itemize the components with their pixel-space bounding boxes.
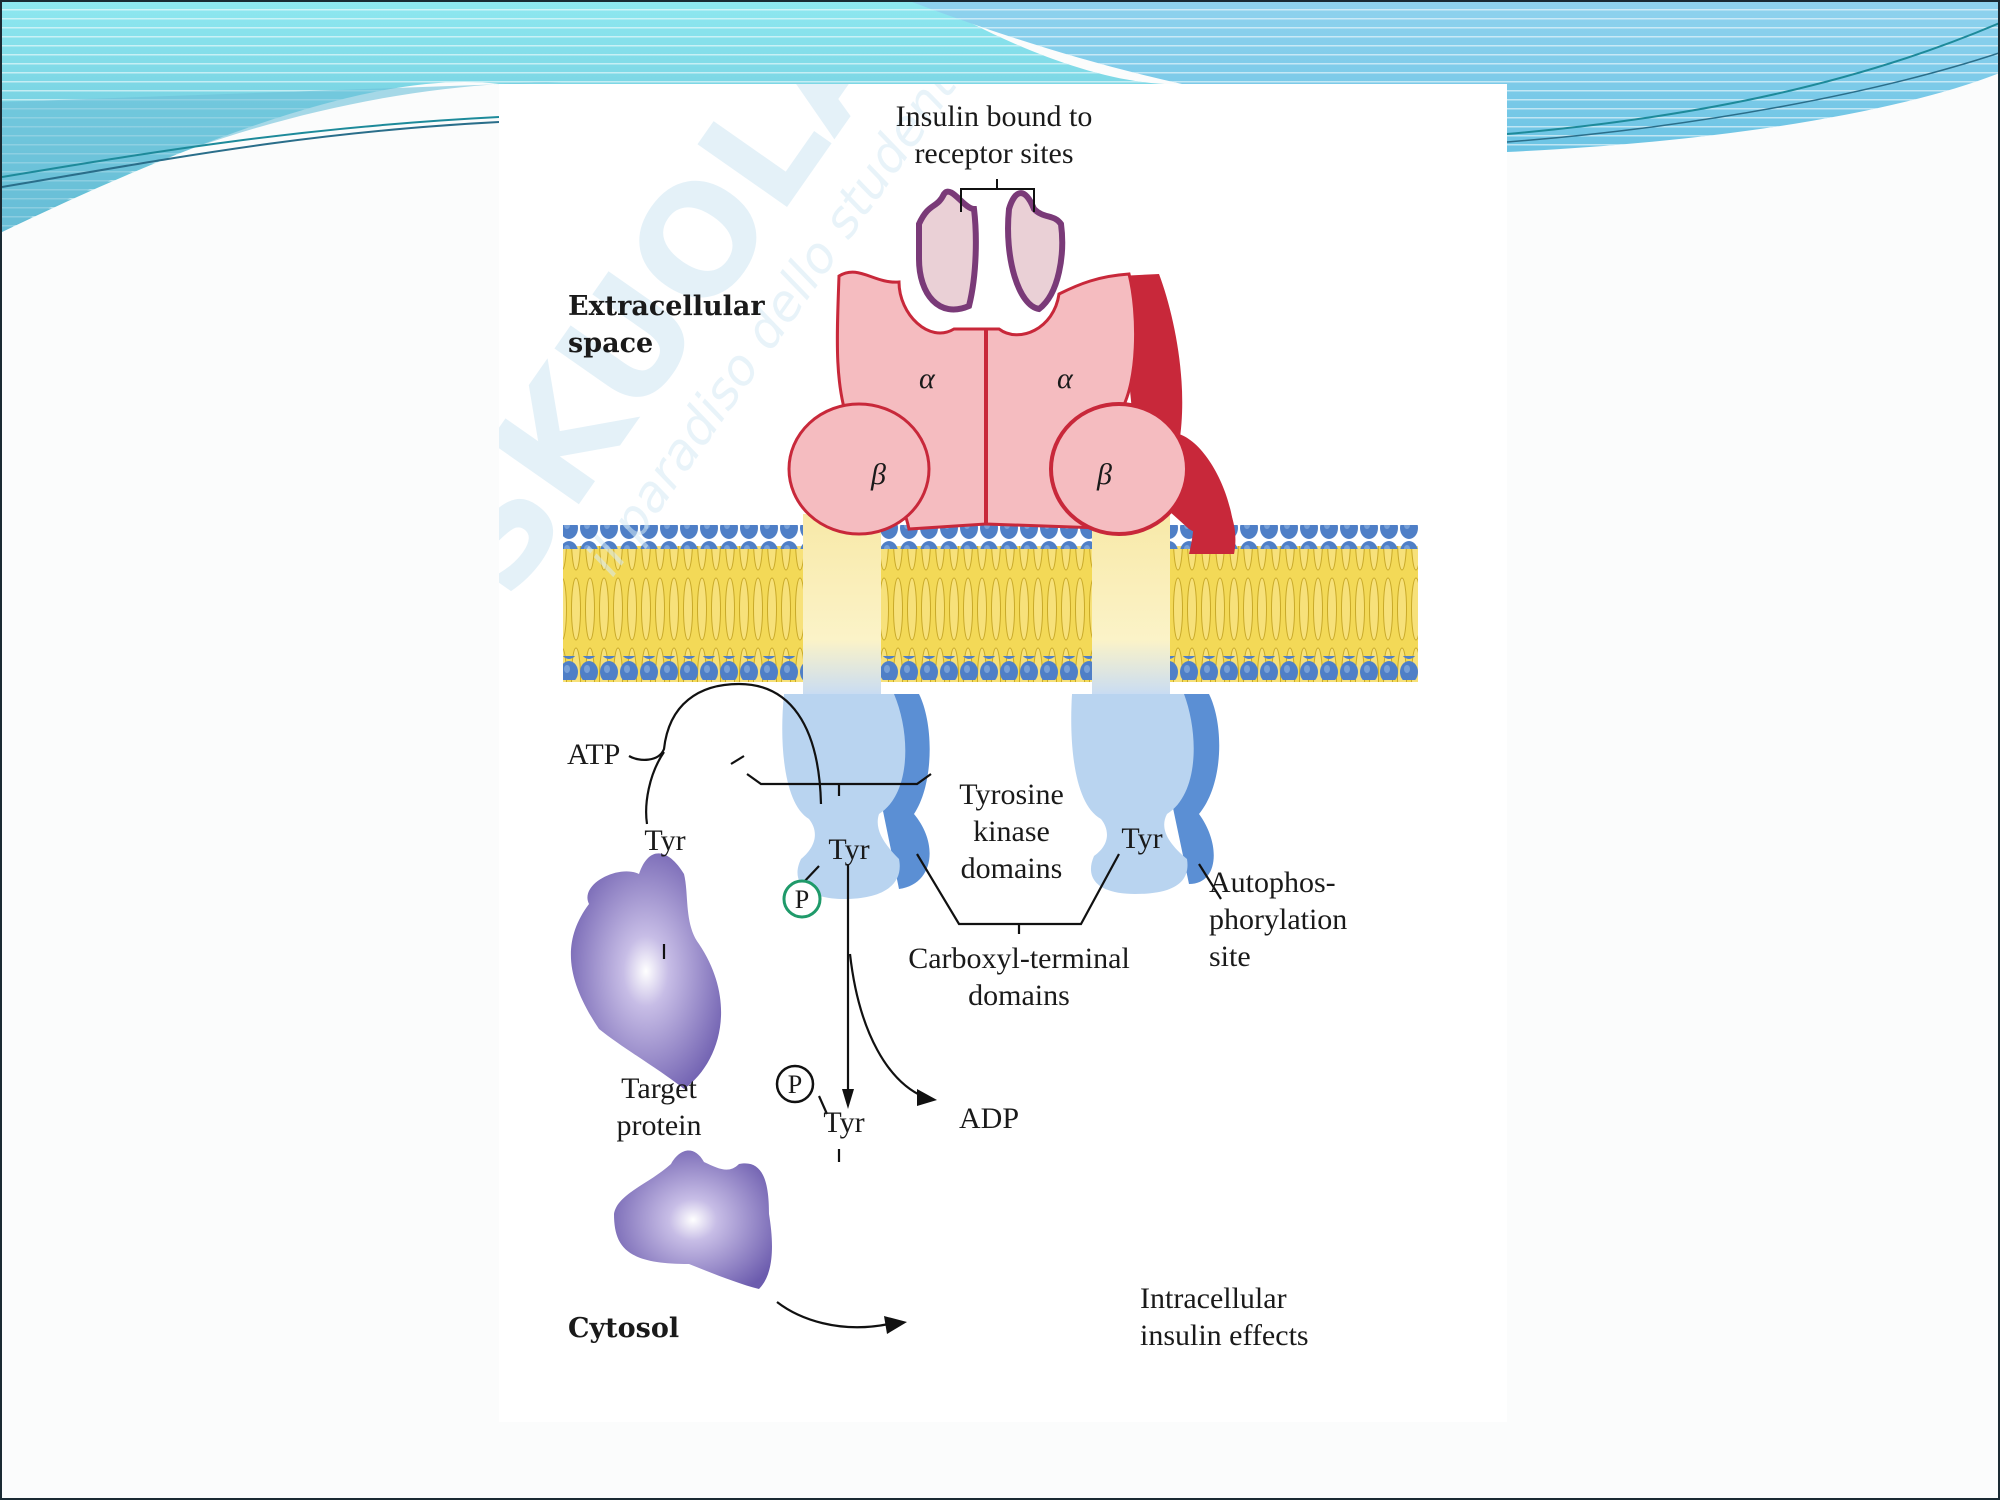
kinase-domain-right: [1071, 694, 1194, 894]
accent-line-right-1: [1506, 22, 1998, 135]
phosphate-circle-green: [782, 879, 822, 919]
insulin-bound-label: Insulin bound to receptor sites: [894, 98, 1094, 172]
target-line-1: Target: [621, 1072, 697, 1105]
insulin-receptor-figure: SKUOLA.net il paradiso dello studente In…: [499, 84, 1507, 1422]
kinase-domain-left: [782, 694, 906, 899]
atp-to-target-line: [645, 751, 665, 825]
target-protein-unphosphorylated: [570, 853, 722, 1089]
ctd-line-1: Carboxyl-terminal: [908, 942, 1130, 975]
membrane-heads-top: [563, 525, 1418, 549]
adp-label: ADP: [959, 1102, 1020, 1135]
transmembrane-stalk-left: [803, 514, 881, 694]
tyr-target-label: Tyr: [644, 824, 686, 857]
arrowhead-adp: [917, 1089, 937, 1106]
insulin-receptor-extracellular: [787, 270, 1236, 554]
extracellular-line-1: Extracellular: [568, 291, 765, 322]
intracellular-effects-label: Intracellular insulin effects: [1140, 1280, 1309, 1354]
autophosphorylation-label: Autophos- phorylation site: [1209, 864, 1347, 975]
insulin-bound-line-2: receptor sites: [914, 137, 1074, 170]
accent-line-left-1: [2, 116, 500, 178]
carboxyl-terminal-label: Carboxyl-terminal domains: [874, 940, 1164, 1014]
figure-drawing: [563, 179, 1418, 1334]
annotation-lines: [628, 682, 1222, 1329]
beta-subunit-left: [787, 402, 931, 536]
extracellular-line-2: space: [568, 328, 654, 359]
insulin-left: [916, 188, 979, 313]
tyrosine-kinase-domains: [782, 694, 1220, 899]
phosphate-label-black: P: [787, 1070, 803, 1099]
phosphate-label-green: P: [794, 885, 810, 914]
target-protein-phosphorylated: [614, 1150, 772, 1289]
tkd-line-1: Tyrosine: [959, 778, 1064, 811]
effects-line-1: Intracellular: [1140, 1282, 1287, 1315]
tyr-right-receptor-label: Tyr: [1121, 822, 1163, 855]
lipid-bilayer: [563, 525, 1418, 682]
ctd-bracket: [916, 853, 1120, 934]
p-to-tyr-link: [817, 1095, 829, 1115]
adp-curve: [848, 953, 925, 1099]
beta-subunit-right: [1049, 402, 1189, 536]
tyr-left-receptor-label: Tyr: [828, 833, 870, 866]
phosphate-circle-black: [775, 1064, 815, 1104]
arrowhead-effects: [884, 1316, 907, 1334]
atp-curve: [628, 682, 823, 805]
tyr-phosphorylated-label: Tyr: [823, 1106, 865, 1139]
arrowhead-down: [842, 1089, 854, 1109]
autophos-line-3: site: [1209, 940, 1251, 973]
tkd-bracket-left: [730, 755, 745, 765]
autophos-line-1: Autophos-: [1209, 866, 1336, 899]
transmembrane-stalk-right: [1092, 514, 1170, 694]
insulin-right: [1005, 190, 1066, 313]
cytosol-label: Cytosol: [568, 1313, 680, 1344]
autophos-pointer: [1198, 863, 1222, 900]
tkd-line-3: domains: [960, 852, 1063, 885]
tyrosine-kinase-label: Tyrosine kinase domains: [929, 776, 1094, 887]
beta-label-right: β: [1097, 458, 1112, 491]
atp-label: ATP: [567, 738, 621, 771]
ctd-line-2: domains: [968, 979, 1070, 1012]
insulin-bound-line-1: Insulin bound to: [895, 100, 1093, 133]
target-protein-label: Target protein: [599, 1070, 719, 1144]
alpha-label-left: α: [919, 362, 935, 395]
autophos-line-2: phorylation: [1209, 903, 1348, 936]
extracellular-space-label: Extracellular space: [568, 288, 765, 362]
tkd-line-2: kinase: [973, 815, 1050, 848]
accent-line-left-2: [2, 121, 500, 188]
effects-line-2: insulin effects: [1140, 1319, 1309, 1352]
target-line-2: protein: [616, 1109, 702, 1142]
beta-label-left: β: [871, 458, 886, 491]
accent-line-right-2: [1506, 52, 1998, 143]
insulin-molecules: [916, 179, 1066, 313]
membrane-heads-bottom: [563, 656, 1418, 680]
insulin-bracket: [960, 179, 1035, 212]
beta-right-shadow: [1179, 434, 1235, 554]
wave-left-lower: [2, 82, 562, 232]
effects-arrow: [776, 1301, 890, 1329]
tkd-bracket: [746, 773, 932, 796]
alpha-subunit-left: [835, 270, 988, 531]
alpha-label-right: α: [1057, 362, 1073, 395]
